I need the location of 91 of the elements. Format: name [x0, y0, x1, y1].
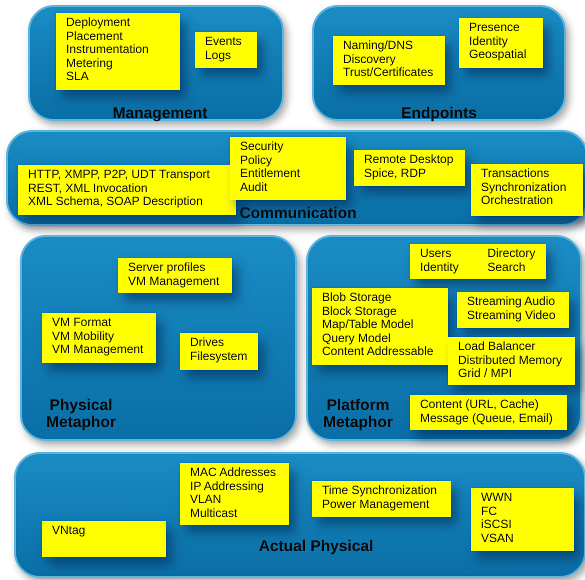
sticky-note — [448, 337, 575, 385]
note-item: HTTP, XMPP, P2P, UDT Transport — [28, 168, 211, 182]
panel-title: Communication — [238, 205, 358, 222]
note-item: Blob Storage — [322, 291, 392, 305]
note-item: FC — [481, 504, 498, 518]
sticky-note — [312, 288, 448, 365]
note-item: Multicast — [190, 506, 238, 520]
category-panel — [6, 130, 585, 226]
sticky-note — [56, 13, 180, 90]
note-item: Load Balancer — [458, 340, 536, 354]
note-item: VSAN — [481, 532, 515, 546]
note-item: Search — [487, 261, 526, 276]
note-item: VNtag — [52, 524, 86, 538]
note-item: Grid / MPI — [458, 367, 514, 381]
note-item: IP Addressing — [190, 480, 265, 494]
sticky-note — [118, 258, 232, 293]
sticky-note — [42, 313, 156, 363]
note-item: Naming/DNS — [343, 39, 414, 53]
note-item: Entitlement — [240, 167, 302, 181]
note-item: Logs — [205, 48, 232, 62]
note-item: Map/Table Model — [322, 318, 414, 332]
note-item: VLAN — [190, 493, 222, 507]
sticky-note — [230, 137, 346, 200]
sticky-note — [42, 521, 166, 557]
note-item: REST, XML Invocation — [28, 182, 149, 196]
note-item: iSCSI — [481, 518, 513, 532]
note-item: XML Schema, SOAP Description — [28, 195, 204, 209]
sticky-note — [410, 395, 567, 430]
note-item: Metering — [66, 56, 114, 70]
note-item: Block Storage — [322, 304, 398, 318]
sticky-note — [471, 164, 583, 216]
panel-title: Endpoints — [400, 105, 478, 122]
note-item: Identity — [420, 261, 460, 276]
sticky-note — [354, 150, 465, 186]
note-item: Drives — [190, 336, 226, 350]
panel-title: Actual Physical — [258, 538, 374, 555]
note-item: Policy — [240, 154, 274, 168]
note-item: Trust/Certificates — [343, 66, 434, 80]
note-item: Server profiles — [128, 261, 206, 275]
note-item: MAC Addresses — [190, 466, 278, 480]
note-item: SLA — [66, 70, 89, 84]
panel-title: Physical Metaphor — [45, 397, 117, 431]
sticky-note — [312, 481, 451, 517]
note-item: VM Mobility — [52, 330, 116, 344]
note-item: Orchestration — [481, 194, 554, 208]
note-item: VM Format — [52, 316, 112, 330]
note-item: Geospatial — [469, 48, 528, 62]
sticky-note — [471, 488, 574, 551]
note-item: Instrumentation — [66, 43, 150, 57]
panel-title: Management — [112, 105, 208, 122]
sticky-note — [18, 165, 236, 215]
note-item: Query Model — [322, 332, 392, 346]
note-item: Remote Desktop — [364, 153, 454, 167]
note-item: Synchronization — [481, 180, 568, 194]
note-item: Discovery — [343, 52, 397, 66]
sticky-note — [180, 463, 289, 525]
note-item: VM Management — [128, 274, 220, 288]
note-item: Identity — [469, 34, 509, 48]
sticky-note — [195, 32, 257, 68]
category-panel — [14, 452, 585, 578]
sticky-note — [180, 333, 258, 370]
category-panel — [20, 235, 297, 441]
note-item: Filesystem — [190, 350, 248, 364]
note-item: VM Management — [52, 343, 144, 357]
note-item: Security — [240, 140, 284, 154]
sticky-note — [410, 244, 546, 279]
sticky-note — [333, 36, 445, 85]
note-item: Content Addressable — [322, 345, 434, 359]
note-item: Message (Queue, Email) — [420, 412, 554, 426]
panel-title: Platform Metaphor — [322, 397, 394, 431]
category-panel — [306, 235, 582, 441]
note-item: Time Synchronization — [322, 484, 438, 498]
note-item: Presence — [469, 21, 521, 35]
sticky-note — [459, 18, 543, 68]
note-item: Spice, RDP — [364, 166, 428, 180]
sticky-note — [457, 292, 569, 328]
note-item: Deployment — [66, 16, 132, 30]
note-item: Content (URL, Cache) — [420, 398, 540, 412]
note-item: Streaming Video — [467, 308, 556, 322]
note-item: Transactions — [481, 167, 550, 181]
note-item: Streaming Audio — [467, 295, 556, 309]
note-item: Users — [420, 247, 452, 262]
category-panel — [312, 5, 566, 121]
note-item: Placement — [66, 30, 124, 44]
note-item: Directory — [487, 247, 536, 262]
note-item: Audit — [240, 180, 268, 194]
note-item: Events — [205, 35, 243, 49]
note-item: Power Management — [322, 498, 430, 512]
note-item: Distributed Memory — [458, 354, 564, 368]
note-item: WWN — [481, 491, 514, 505]
category-panel — [28, 5, 284, 121]
